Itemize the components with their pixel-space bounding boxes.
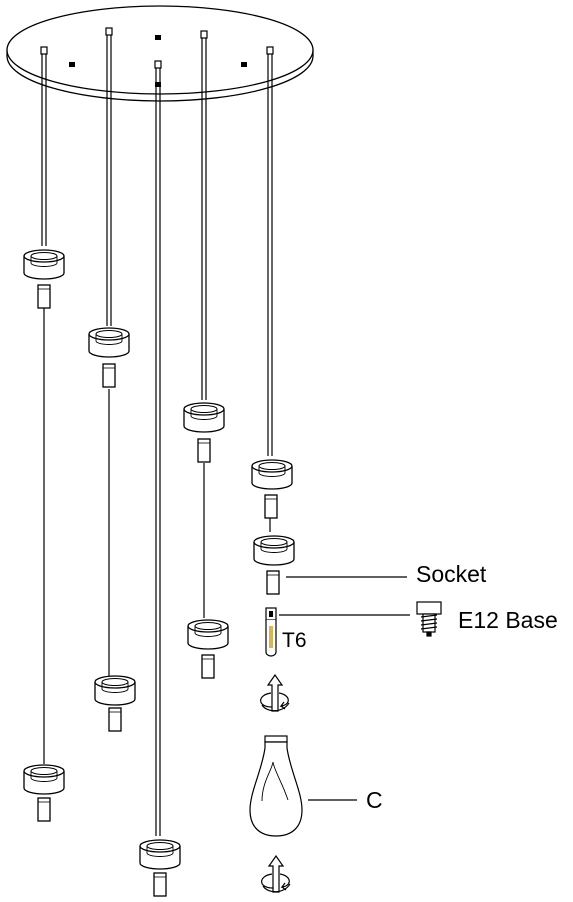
e12-base-label: E12 Base — [458, 607, 558, 633]
socket-label: Socket — [416, 561, 487, 587]
e12-base-icon — [416, 601, 442, 637]
socket-icon — [266, 570, 407, 595]
t6-label: T6 — [282, 629, 307, 652]
c-label: C — [366, 787, 383, 813]
t6-bulb-icon — [265, 607, 410, 657]
c-bulb-icon — [249, 735, 357, 837]
pendant-cords — [40, 27, 274, 836]
